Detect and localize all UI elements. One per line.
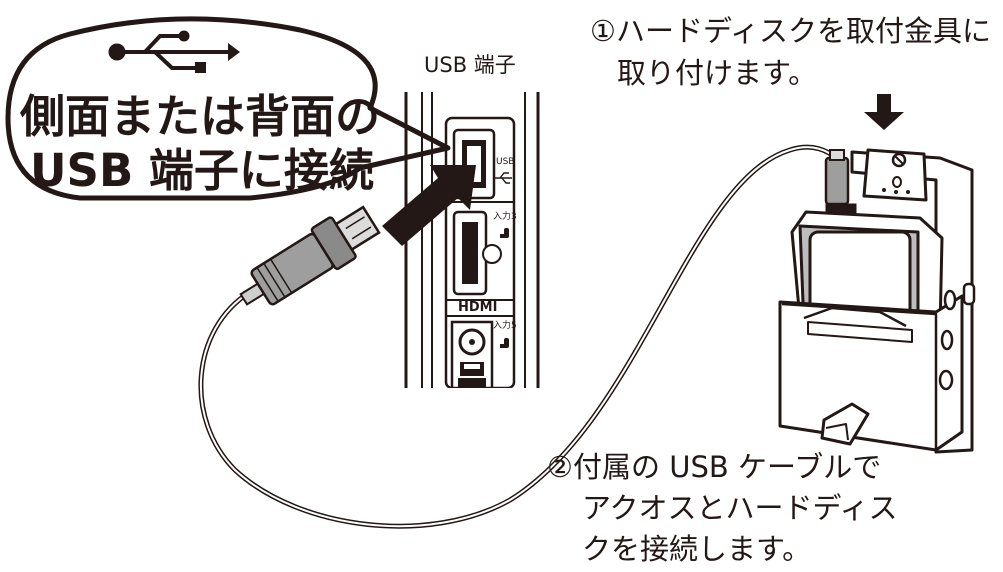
disk-usb-connector (824, 149, 857, 215)
headphone-jack-icon (500, 228, 509, 348)
arrow-right-icon (382, 165, 476, 246)
step2-line-3: クを接続します。 (582, 532, 812, 566)
step1-line-2: 取り付けます。 (617, 56, 818, 90)
usb-terminal-label: USB 端子 (424, 53, 516, 77)
panel-label-input5: 入力5 (493, 321, 517, 331)
hdmi-port (452, 210, 502, 296)
usb-icon (108, 30, 240, 73)
callout-line-1: 側面または背面の (20, 90, 381, 143)
step1-line-1: ①ハードディスクを取付金具に (590, 14, 991, 48)
step2-line-1: ②付属の USB ケーブルで (547, 450, 882, 484)
panel-usb-icon (495, 172, 512, 184)
step2-line-2: アクオスとハードディス (582, 491, 898, 525)
usb-cable (198, 144, 841, 529)
callout-bubble (5, 16, 451, 201)
panel-label-hdmi: HDMI (458, 300, 498, 315)
input5-jack (450, 320, 494, 390)
callout-line-2: USB 端子に接続 (30, 144, 374, 197)
arrow-down-icon (864, 94, 904, 130)
usb-plug (239, 205, 381, 306)
panel-label-usb: USB (496, 157, 515, 167)
hard-disk-bracket (778, 148, 976, 454)
panel-label-input3: 入力3 (493, 212, 517, 222)
